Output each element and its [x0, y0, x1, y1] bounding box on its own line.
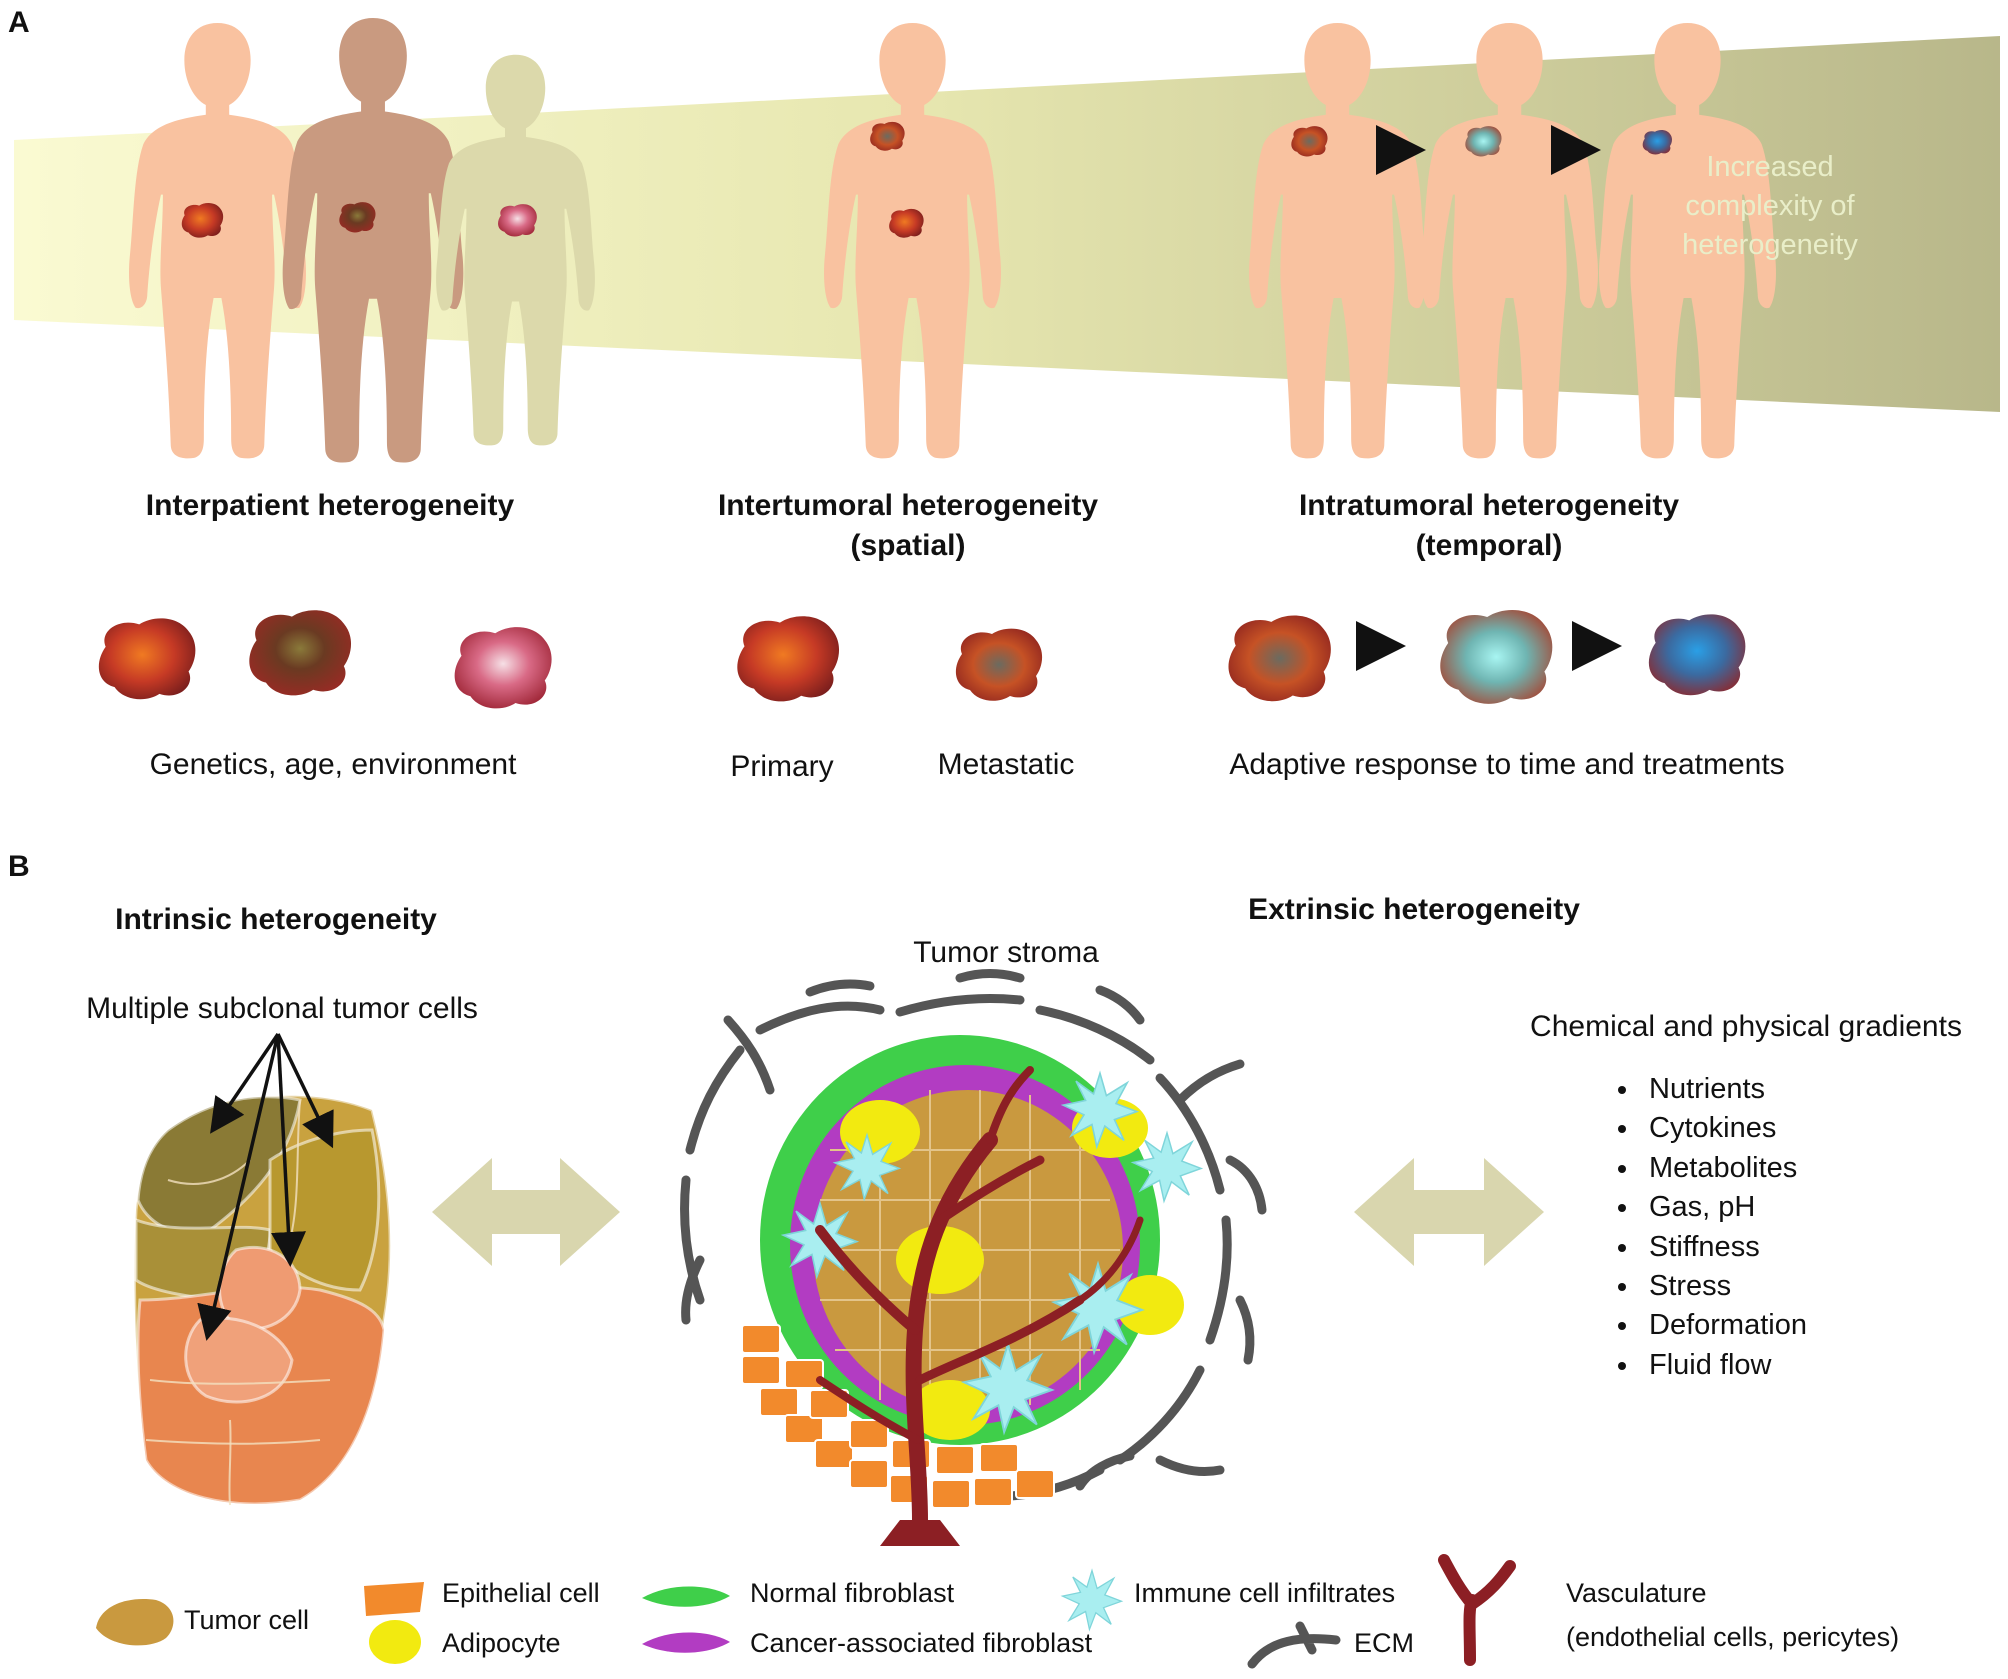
- legend-normal-fibroblast: Normal fibroblast: [750, 1578, 955, 1608]
- tumor-microenvironment: [680, 969, 1267, 1546]
- legend-icons: [96, 1554, 1516, 1669]
- list-item: Gas, pH: [1641, 1188, 1807, 1227]
- epithelial-cell-icon: [364, 1582, 424, 1616]
- complexity-label-line-3: heterogeneity: [1682, 229, 1858, 261]
- interpatient-figures: [129, 17, 595, 463]
- subclonal-tumor-cluster: [132, 1094, 392, 1506]
- list-item: Cytokines: [1641, 1109, 1807, 1148]
- primary-caption: Primary: [730, 750, 834, 783]
- vasculature-icon: [1438, 1554, 1516, 1666]
- panel-a-label: A: [8, 6, 30, 39]
- legend-ecm: ECM: [1354, 1628, 1414, 1658]
- list-item: Nutrients: [1641, 1070, 1807, 1109]
- double-arrow-right: [1354, 1158, 1544, 1266]
- epithelial-cells: [741, 1324, 1055, 1509]
- complexity-label: Increased complexity of heterogeneity: [1682, 148, 1858, 265]
- tumor-row: [98, 609, 1746, 709]
- tumor-stroma-label: Tumor stroma: [913, 936, 1099, 969]
- list-item: Fluid flow: [1641, 1346, 1807, 1385]
- complexity-label-line-1: Increased: [1706, 151, 1834, 183]
- intrinsic-title: Intrinsic heterogeneity: [115, 903, 437, 936]
- intertumoral-title-line-1: Intertumoral heterogeneity: [717, 489, 1099, 522]
- legend-epithelial-cell: Epithelial cell: [442, 1578, 600, 1608]
- normal-fibroblast-icon: [642, 1586, 730, 1607]
- legend-immune-cells: Immune cell infiltrates: [1134, 1578, 1396, 1608]
- interpatient-caption: Genetics, age, environment: [149, 748, 517, 781]
- intertumoral-title-line-2: (spatial): [850, 529, 966, 562]
- legend-caf: Cancer-associated fibroblast: [750, 1628, 1093, 1658]
- intratumoral-title: Intratumoral heterogeneity (temporal): [1299, 486, 1679, 566]
- adipocyte-icon: [369, 1620, 421, 1664]
- interpatient-title: Interpatient heterogeneity: [145, 489, 515, 522]
- vasculature-tree: [815, 1066, 1144, 1528]
- intratumoral-title-line-2: (temporal): [1415, 529, 1563, 562]
- subclonal-annotation: Multiple subclonal tumor cells: [86, 992, 478, 1025]
- intratumoral-title-line-1: Intratumoral heterogeneity: [1298, 489, 1680, 522]
- ecm-icon: [1247, 1621, 1341, 1669]
- panel-b-label: B: [8, 850, 30, 883]
- gradients-title: Chemical and physical gradients: [1530, 1010, 1962, 1043]
- list-item: Stiffness: [1641, 1228, 1807, 1267]
- legend-vasculature: Vasculature: [1566, 1578, 1707, 1608]
- legend-vasculature-detail: (endothelial cells, pericytes): [1566, 1622, 1900, 1652]
- list-item: Deformation: [1641, 1306, 1807, 1345]
- ecm-fibers: [680, 969, 1267, 1501]
- gradient-factor-list: Nutrients Cytokines Metabolites Gas, pH …: [1605, 1070, 1807, 1385]
- list-item: Stress: [1641, 1267, 1807, 1306]
- extrinsic-title: Extrinsic heterogeneity: [1248, 893, 1580, 926]
- intratumoral-figures: [1249, 23, 1776, 459]
- tumor-cell-icon: [96, 1599, 174, 1646]
- legend-tumor-cell: Tumor cell: [184, 1605, 310, 1635]
- legend-adipocyte: Adipocyte: [442, 1628, 561, 1658]
- intratumoral-caption: Adaptive response to time and treatments: [1229, 748, 1785, 781]
- metastatic-caption: Metastatic: [937, 748, 1075, 781]
- double-arrow-left: [432, 1158, 620, 1266]
- intertumoral-title: Intertumoral heterogeneity (spatial): [718, 486, 1098, 566]
- immune-cell-icon: [1061, 1569, 1123, 1631]
- subclonal-arrows: [197, 1033, 334, 1341]
- list-item: Metabolites: [1641, 1149, 1807, 1188]
- complexity-label-line-2: complexity of: [1685, 190, 1855, 222]
- caf-icon: [642, 1632, 730, 1653]
